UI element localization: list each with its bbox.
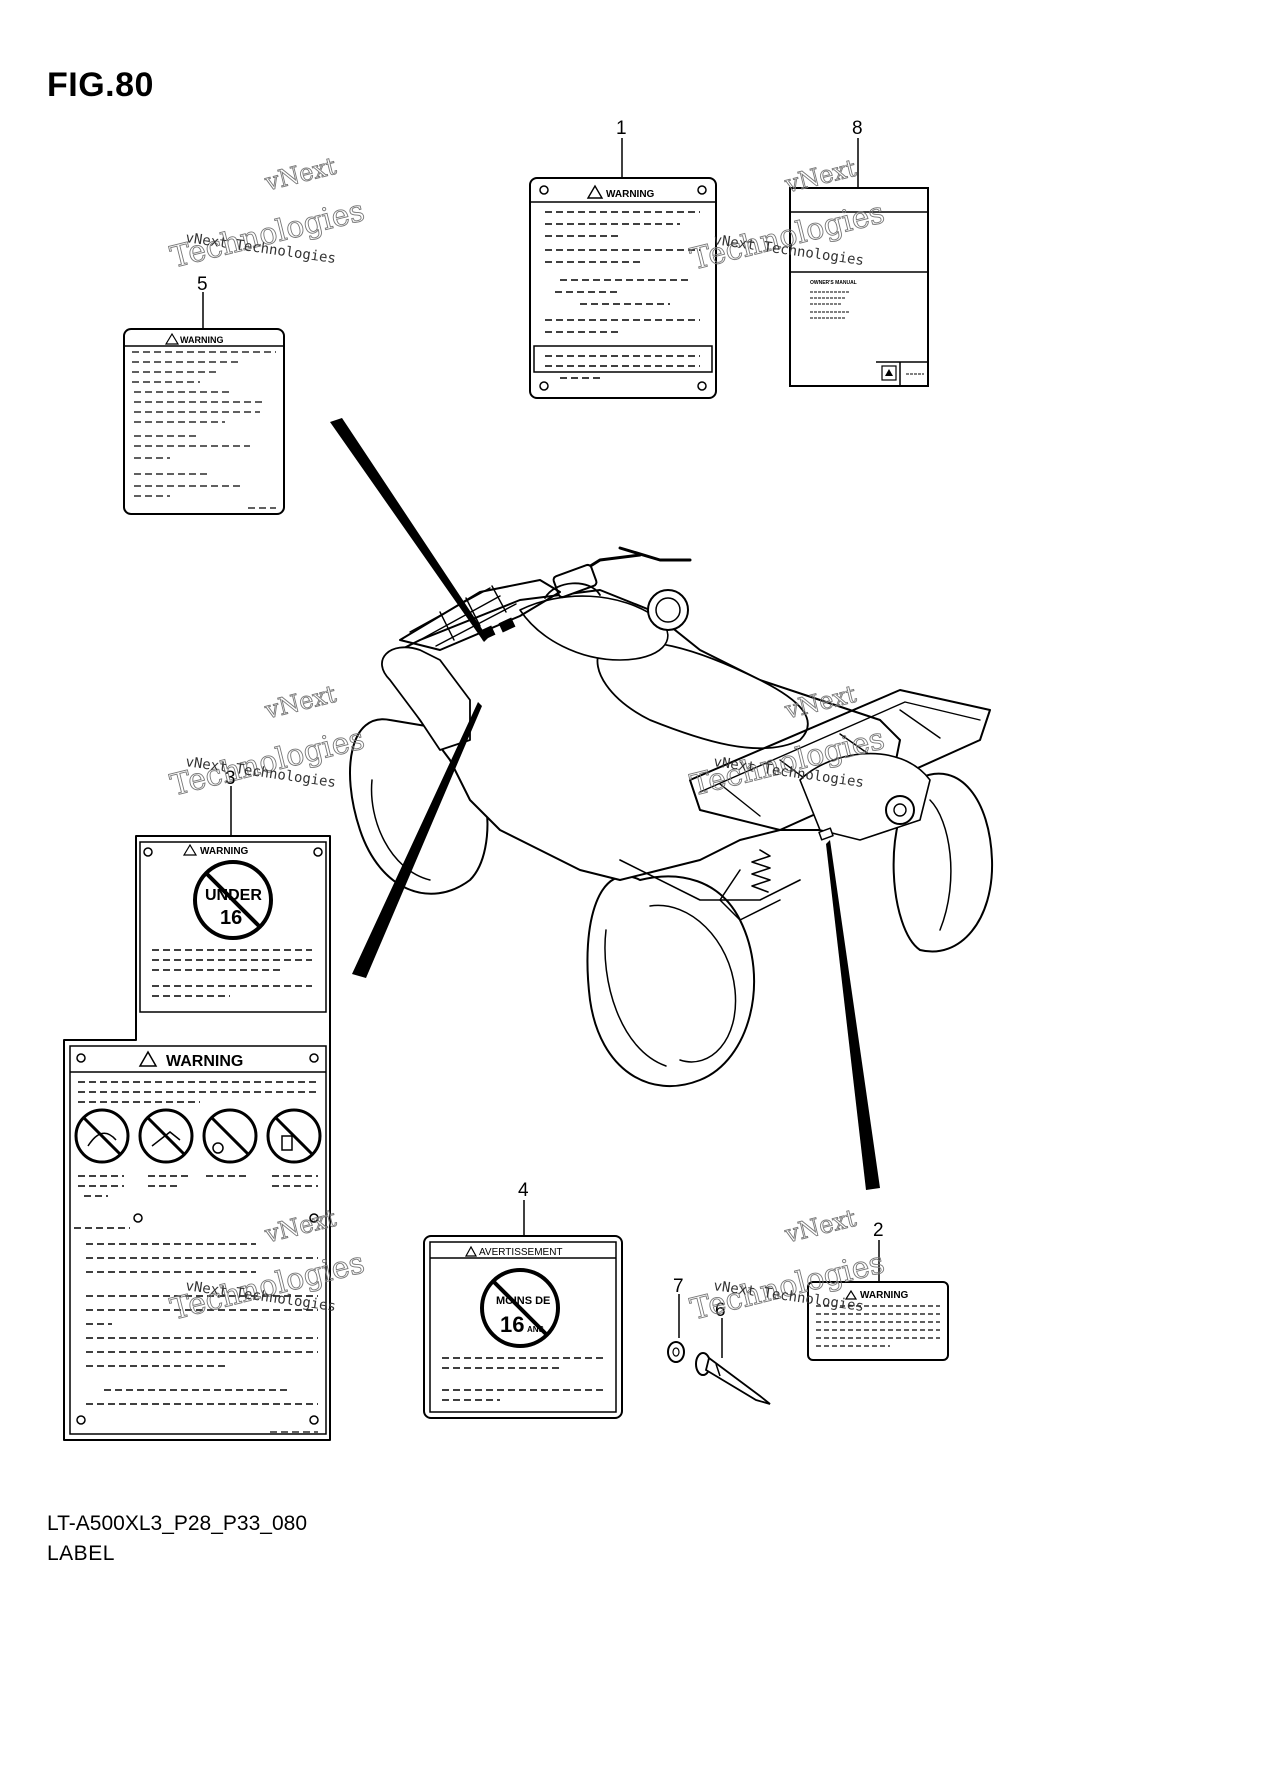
owners-manual-text: OWNER'S MANUAL [810, 280, 857, 286]
warning-triangle-icon [586, 184, 604, 199]
diagram-caption: LABEL [47, 1542, 115, 1565]
svg-text:vNext: vNext [261, 152, 339, 197]
label-5-warning-text: WARNING [180, 335, 224, 345]
watermark-3: vNext Technologies [166, 679, 368, 804]
warning-triangle-icon [844, 1289, 858, 1300]
pointer-label-5 [330, 418, 488, 642]
pointer-label-2 [826, 840, 880, 1190]
under-text: UNDER [205, 887, 262, 904]
svg-text:vNext: vNext [261, 680, 339, 725]
warning-triangle-icon [464, 1245, 478, 1257]
no-riders-under-16-icon: MOINS DE 16 ANS [480, 1268, 560, 1348]
label-2-warning-text: WARNING [860, 1290, 909, 1301]
callout-6: 6 [715, 1300, 726, 1321]
pointer-label-3 [352, 702, 482, 978]
no-alcohol-icon [138, 1108, 194, 1164]
warning-triangle-icon [138, 1050, 158, 1067]
svg-text:vNext: vNext [781, 1204, 859, 1249]
label-8-owners-manual[interactable]: OWNER'S MANUAL [789, 187, 929, 387]
figure-title: FIG.80 [47, 66, 154, 104]
callout-1: 1 [616, 118, 627, 139]
callout-4: 4 [518, 1180, 529, 1201]
label-1-warning-text: WARNING [606, 189, 655, 200]
callout-8: 8 [852, 118, 863, 139]
warning-triangle-icon [182, 843, 198, 856]
label-1-warning[interactable]: WARNING [529, 177, 717, 399]
callout-3: 3 [225, 768, 236, 789]
moins-16-number: 16 [500, 1312, 524, 1337]
label-3-upper-warning-text: WARNING [200, 846, 249, 857]
brand-logo-icon [881, 365, 897, 381]
no-drugs-icon [266, 1108, 322, 1164]
callout-5: 5 [197, 274, 208, 295]
no-passenger-icon [74, 1108, 130, 1164]
label-3-warning[interactable]: WARNING UNDER 16 WARNING [63, 835, 331, 1441]
label-4-avertissement[interactable]: AVERTISSEMENT MOINS DE 16 ANS [423, 1235, 623, 1419]
part-7-washer[interactable] [667, 1341, 685, 1363]
under-16-number: 16 [220, 907, 242, 929]
pointer-wedges [330, 418, 880, 1190]
avertissement-text: AVERTISSEMENT [479, 1247, 563, 1258]
label-3-lower-warning-text: WARNING [166, 1053, 243, 1070]
moins-de-text: MOINS DE [496, 1295, 550, 1307]
part-6-rivet[interactable] [695, 1352, 771, 1405]
no-stunt-icon [202, 1108, 258, 1164]
callout-7: 7 [673, 1276, 684, 1297]
diagram-code: LT-A500XL3_P28_P33_080 [47, 1512, 307, 1535]
label-2-warning[interactable]: WARNING [807, 1281, 949, 1361]
warning-triangle-icon [164, 332, 180, 345]
callout-2: 2 [873, 1220, 884, 1241]
atv-illustration [349, 546, 994, 1088]
ans-text: ANS [527, 1325, 545, 1334]
label-5-warning[interactable]: WARNING [123, 328, 285, 515]
no-riders-under-16-icon: UNDER 16 [193, 860, 273, 940]
